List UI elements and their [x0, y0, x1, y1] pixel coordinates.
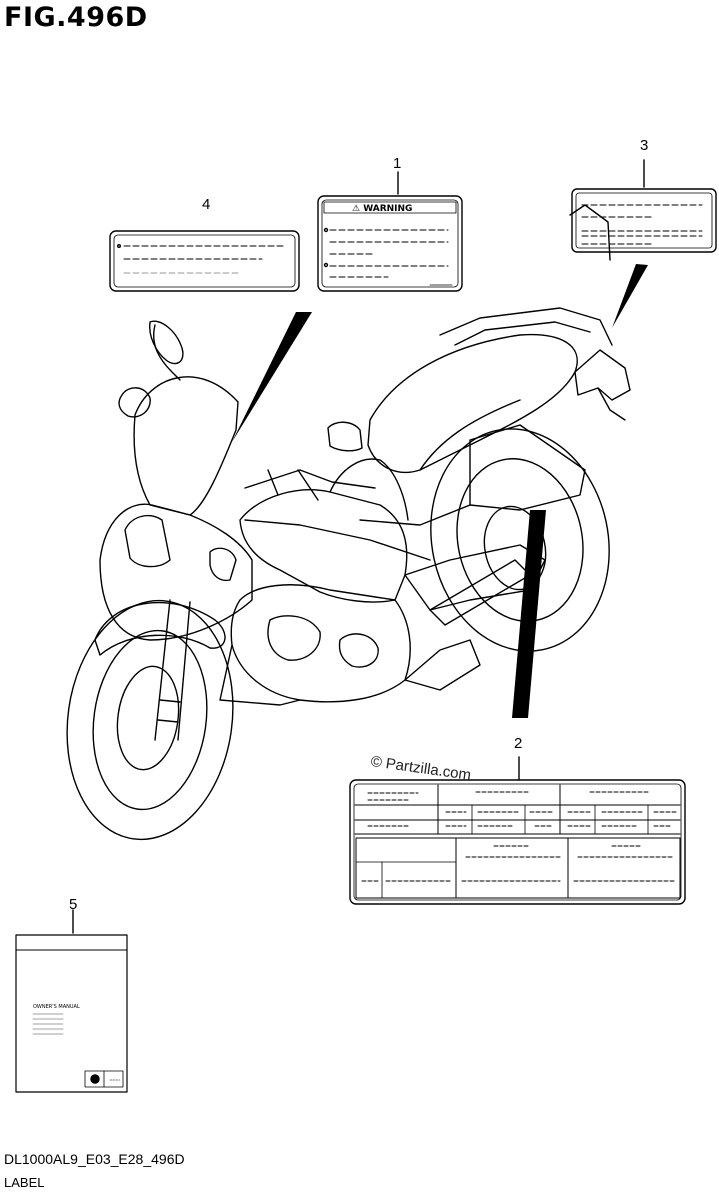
motorcycle-drawing [66, 204, 631, 841]
callout-1: 1 [393, 155, 402, 172]
leader-wedge-3 [612, 264, 648, 328]
label-1-warning-diagram [317, 171, 463, 292]
label-3-diagram [571, 159, 717, 253]
diagram-name: LABEL [4, 1175, 45, 1190]
callout-5: 5 [69, 896, 78, 913]
diagram-code: DL1000AL9_E03_E28_496D [4, 1151, 185, 1167]
label-4-diagram [109, 230, 300, 292]
callout-2: 2 [514, 735, 523, 752]
leader-wedge-4 [232, 312, 312, 442]
callout-4: 4 [202, 196, 211, 213]
callout-3: 3 [640, 137, 649, 154]
label-2-diagram [349, 756, 686, 905]
leader-wedge-2 [512, 510, 546, 718]
label-5-heading: OWNER'S MANUAL [33, 1004, 80, 1010]
item-5-owners-manual-diagram [15, 909, 128, 1093]
label-1-heading: ⚠ WARNING [352, 204, 412, 214]
figure-title: FIG.496D [4, 2, 148, 33]
